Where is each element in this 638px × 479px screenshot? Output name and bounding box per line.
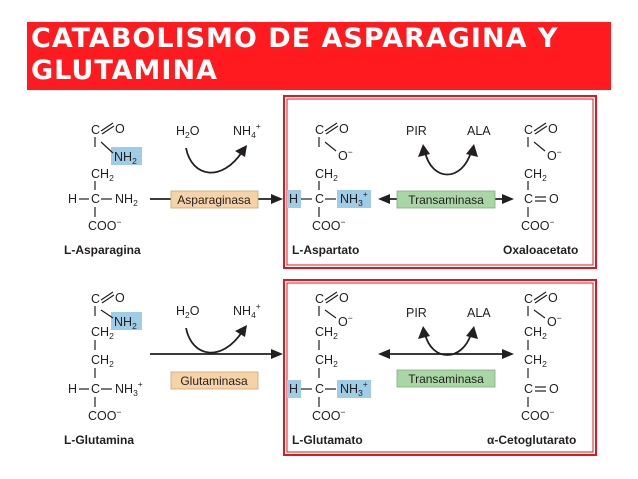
label-glutamine: L-Glutamina	[64, 433, 134, 447]
svg-text:O: O	[548, 291, 558, 305]
ammonium-top: NH4+	[233, 121, 261, 140]
frame-glutamate-reaction-inner	[286, 282, 594, 453]
svg-text:O−: O−	[547, 147, 562, 163]
svg-text:CH2: CH2	[524, 353, 547, 369]
title-banner: CATABOLISMO DE ASPARAGINA Y GLUTAMINA	[27, 22, 611, 90]
svg-text:H: H	[68, 192, 77, 206]
svg-text:O: O	[339, 122, 349, 136]
asparagine-structure: C O NH2 CH2 H C NH2 COO−	[68, 122, 142, 233]
svg-text:CH2: CH2	[315, 325, 338, 341]
oxaloacetate-structure: C O O− CH2 C O COO−	[521, 122, 562, 233]
svg-text:C: C	[524, 123, 533, 137]
alanine-bottom: ALA	[467, 306, 491, 320]
svg-text:COO−: COO−	[312, 217, 345, 233]
frame-aspartate-reaction-inner	[286, 98, 594, 266]
amide-highlight-glutamine	[111, 312, 142, 330]
svg-text:O: O	[339, 291, 349, 305]
svg-text:O: O	[549, 192, 559, 206]
enzyme-box-glutaminase	[170, 371, 259, 390]
svg-text:C: C	[315, 292, 324, 306]
svg-text:O−: O−	[338, 147, 353, 163]
svg-text:COO−: COO−	[521, 407, 554, 423]
svg-text:O: O	[549, 382, 559, 396]
label-oxaloacetate: Oxaloacetato	[503, 243, 578, 257]
curved-arrow-asparaginase	[185, 147, 243, 174]
svg-text:O: O	[548, 122, 558, 136]
enzyme-transaminase-bottom: Transaminasa	[408, 372, 484, 386]
svg-text:NH2: NH2	[114, 315, 137, 331]
svg-text:C: C	[315, 123, 324, 137]
label-glutamate: L-Glutamato	[292, 433, 363, 447]
svg-text:C: C	[91, 292, 100, 306]
svg-text:C: C	[91, 382, 100, 396]
pyruvate-top: PIR	[406, 124, 427, 138]
svg-text:CH2: CH2	[315, 353, 338, 369]
alpha-ketoglutarate-structure: C O O− CH2 CH2 C O COO−	[521, 291, 562, 423]
glutamate-structure: C O O− CH2 CH2 H C NH3+ COO−	[287, 291, 371, 423]
svg-text:C: C	[524, 382, 533, 396]
svg-text:O: O	[115, 122, 125, 136]
svg-text:C: C	[315, 382, 324, 396]
title-line-2: GLUTAMINA	[31, 55, 218, 86]
enzyme-box-transaminase-top	[396, 190, 496, 209]
svg-text:CH2: CH2	[524, 167, 547, 183]
svg-text:COO−: COO−	[88, 407, 121, 423]
svg-text:C: C	[524, 292, 533, 306]
svg-text:COO−: COO−	[521, 217, 554, 233]
title-line-1: CATABOLISMO DE ASPARAGINA Y	[31, 23, 559, 54]
enzyme-box-asparaginase	[170, 190, 259, 209]
svg-text:COO−: COO−	[312, 407, 345, 423]
svg-text:H: H	[68, 382, 77, 396]
svg-text:H: H	[289, 192, 298, 206]
svg-text:O−: O−	[547, 313, 562, 329]
amino-highlight-aspartate	[337, 190, 371, 208]
svg-text:CH2: CH2	[91, 353, 114, 369]
svg-text:H: H	[289, 382, 298, 396]
enzyme-transaminase-top: Transaminasa	[408, 193, 484, 207]
enzyme-asparaginase: Asparaginasa	[177, 193, 251, 207]
svg-text:C: C	[315, 192, 324, 206]
frame-aspartate-reaction	[283, 95, 597, 269]
svg-text:O−: O−	[338, 313, 353, 329]
alanine-top: ALA	[467, 124, 491, 138]
svg-text:C: C	[524, 192, 533, 206]
pyruvate-bottom: PIR	[406, 306, 427, 320]
label-alpha-ketoglutarate: α-Cetoglutarato	[487, 433, 576, 447]
label-aspartate: L-Aspartato	[292, 243, 359, 257]
svg-text:O: O	[115, 291, 125, 305]
curved-arrow-transaminase-bottom	[424, 333, 472, 356]
enzyme-box-transaminase-bottom	[396, 369, 496, 388]
curved-arrow-glutaminase	[185, 327, 243, 354]
frame-glutamate-reaction	[283, 279, 597, 456]
amino-highlight-glutamate	[337, 380, 371, 398]
ammonium-bottom: NH4+	[233, 301, 261, 320]
svg-text:COO−: COO−	[88, 217, 121, 233]
svg-text:CH2: CH2	[91, 325, 114, 341]
svg-text:NH2: NH2	[114, 150, 137, 166]
water-top: H2O	[176, 124, 200, 140]
svg-text:NH3+: NH3+	[115, 379, 143, 398]
amide-highlight	[111, 147, 142, 165]
curved-arrow-transaminase-top	[424, 151, 472, 176]
enzyme-glutaminase: Glutaminasa	[180, 374, 248, 388]
svg-text:CH2: CH2	[315, 167, 338, 183]
svg-text:CH2: CH2	[91, 167, 114, 183]
glutamine-structure: C O NH2 CH2 CH2 H C NH3+ COO−	[68, 291, 143, 423]
svg-text:C: C	[91, 192, 100, 206]
aspartate-structure: C O O− CH2 H C NH3+ COO−	[287, 122, 371, 233]
water-bottom: H2O	[176, 304, 200, 320]
svg-text:CH2: CH2	[524, 325, 547, 341]
svg-text:NH2: NH2	[115, 192, 138, 208]
label-asparagine: L-Asparagina	[64, 243, 141, 257]
svg-text:C: C	[91, 123, 100, 137]
